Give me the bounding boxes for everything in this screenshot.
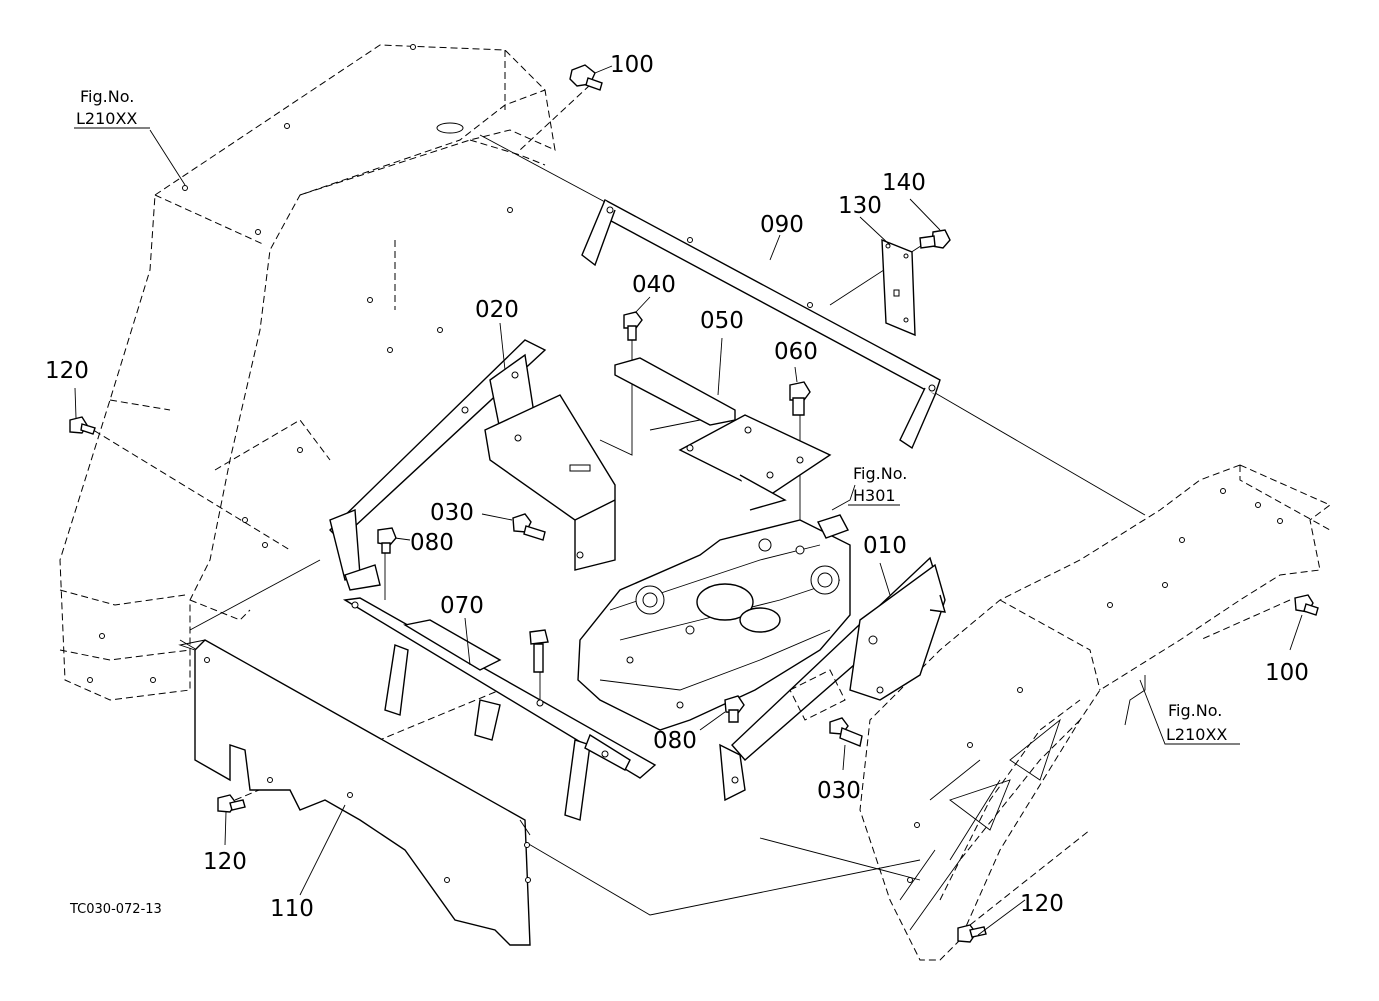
part-090-upper-bracket	[581, 198, 941, 450]
bolt-080-left	[377, 527, 397, 554]
callout-110: 110	[270, 896, 314, 922]
bolt-140	[919, 229, 951, 249]
callout-120-bottom-right: 120	[1020, 891, 1064, 917]
image-code: TC030-072-13	[69, 902, 162, 917]
fig-ref-number: L210XX	[1166, 725, 1227, 744]
callout-120: 120	[45, 358, 89, 384]
callout-070: 070	[440, 593, 484, 619]
bolt-120-left	[69, 416, 96, 435]
callout-080-right: 080	[653, 728, 697, 754]
left-fender	[59, 44, 556, 701]
right-fender	[859, 464, 1331, 961]
bolt-100-right	[1294, 594, 1319, 616]
fig-ref-label: Fig.No.	[80, 87, 134, 106]
bolt-080-right	[724, 695, 745, 723]
callout-090: 090	[760, 212, 804, 238]
bolt-120-bottom-left	[217, 794, 246, 813]
fig-ref-number: H301	[853, 486, 896, 505]
bolts	[69, 64, 1319, 943]
callout-020: 020	[475, 297, 519, 323]
bolt-030-right	[829, 717, 863, 747]
fig-ref-h301: Fig.No. H301	[848, 464, 907, 506]
callout-130: 130	[838, 193, 882, 219]
part-010-right-bracket	[719, 556, 946, 802]
callout-labels: 100 140 130 090 040 050 020 060 120 030 …	[45, 52, 1309, 922]
bolt-040	[623, 311, 643, 341]
assembly-lines	[84, 84, 1291, 926]
fig-ref-l210xx-right: Fig.No. L210XX	[1139, 679, 1240, 745]
callout-080: 080	[410, 530, 454, 556]
callout-140: 140	[882, 170, 926, 196]
callout-060: 060	[774, 339, 818, 365]
callout-010: 010	[863, 533, 907, 559]
fig-ref-label: Fig.No.	[853, 464, 907, 483]
fig-ref-number: L210XX	[76, 109, 137, 128]
bolt-100-top	[569, 64, 603, 91]
callout-030: 030	[430, 500, 474, 526]
bolt-120-bottom-right	[957, 924, 987, 943]
callout-100: 100	[610, 52, 654, 78]
bolt-060	[789, 381, 811, 416]
leader-lines	[74, 65, 1303, 936]
part-110-cover-panel	[178, 639, 531, 946]
bolt-030-left	[512, 513, 546, 541]
callout-050: 050	[700, 308, 744, 334]
part-020-bracket	[329, 339, 616, 591]
fig-ref-l210xx-left: Fig.No. L210XX	[74, 87, 150, 129]
fig-ref-label: Fig.No.	[1168, 701, 1222, 720]
bolt-070-stud	[529, 629, 549, 673]
callout-100-right: 100	[1265, 660, 1309, 686]
part-130-plate	[881, 238, 916, 337]
callout-040: 040	[632, 272, 676, 298]
part-070-bar	[342, 597, 657, 821]
valve-housing	[577, 514, 851, 731]
callout-120-bottom-left: 120	[203, 849, 247, 875]
callout-030-right: 030	[817, 778, 861, 804]
part-050-plate	[614, 357, 832, 511]
